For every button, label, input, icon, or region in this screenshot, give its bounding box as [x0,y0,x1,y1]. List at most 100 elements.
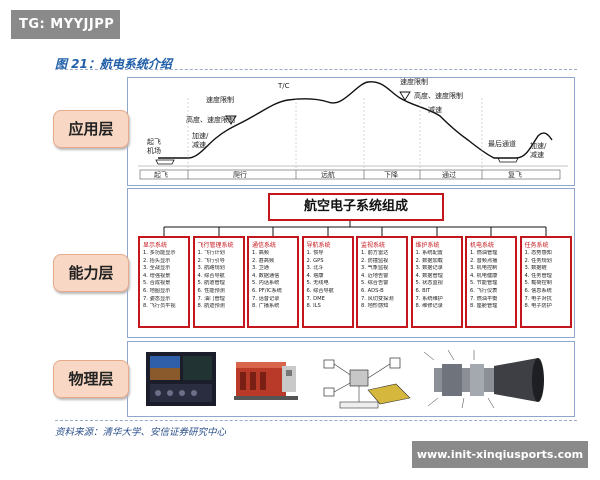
subsystem-name: 任务系统 [524,242,549,249]
source-note: 资料来源：清华大学、安信证券研究中心 [55,427,227,438]
subsystem-item: 4. 机电健康 [470,272,498,279]
annotation-final-approach: 最后通道 [488,140,516,148]
cockpit-display-image [146,352,216,406]
subsystem-item: 8. 飞行员平视 [143,303,176,310]
subsystem-item: 2. 抬头显示 [143,257,171,264]
subsystem-item: 6. PF/IC系统 [252,287,282,294]
subsystem-item: 8. ILS [306,303,321,310]
annotation-tc: T/C [278,82,290,90]
phase-bar [139,169,561,180]
phase-cruise: 远航 [321,171,335,179]
subsystem-item: 6. 地图显示 [143,287,171,294]
subsystem-item: 3. 数据链 [524,265,547,272]
subsystem-item: 5. 综合告警 [361,280,389,287]
subsystem-item: 2. GPS [306,257,324,264]
subsystem-item: 2. 飞行引导 [197,257,225,264]
subsystem-item: 7. DME [306,295,325,302]
subsystem-name: 维护系统 [415,242,440,249]
subsystem-item: 3. 航路规划 [197,265,225,272]
subsystem-item: 5. 状态监视 [415,280,443,287]
subsystem-item: 6. BIT [415,287,431,294]
avionics-unit-image [234,362,298,400]
subsystem-item: 3. 北斗 [306,265,324,272]
jet-engine-image [423,349,544,409]
annotation-accel-decel-right: 加速/ 减速 [530,142,547,159]
layer-label-application: 应用层 [53,110,129,148]
subsystem-item: 4. 数据通信 [252,272,280,279]
subsystem-item: 4. 数据管理 [415,272,443,279]
subsystem-name: 监视系统 [361,242,386,249]
annotation-alt-speed-limit: 高度、速度限制 [186,116,235,124]
subsystem-item: 7. 油门管理 [197,295,225,302]
annotation-alt-speed-limit-right: 高度、速度限制 [414,92,463,100]
subsystem-item: 2. 音频点播 [470,257,498,264]
subsystem-item: 7. 系统维护 [415,295,443,302]
subsystem-name: 导航系统 [306,242,331,249]
subsystem-item: 6. 飞行仪表 [470,287,498,294]
network-schematic-image [323,357,411,409]
subsystem-item: 2. 甚高频 [252,257,275,264]
subsystem-item: 8. 座舱管理 [470,303,498,310]
subsystem-item: 3. 机电控制 [470,265,498,272]
subsystem-item: 6. ADS-B [361,287,384,294]
subsystem-item: 5. 节能管理 [470,280,498,287]
hardware-illustrations [146,349,544,409]
subsystem-item: 5. 载荷控制 [524,280,552,287]
subsystem-name: 机电系统 [470,242,495,249]
flight-profile-diagram [138,81,568,180]
subsystem-item: 1. 前方雷达 [361,250,389,256]
subsystem-item: 8. 地形感知 [361,303,389,310]
layer-label-capability: 能力层 [53,254,129,292]
phase-descent: 下降 [384,171,398,179]
speed-limit-marker-left [225,115,237,125]
phase-takeoff: 起飞 [154,171,168,179]
subsystem-item: 4. 任务管理 [524,272,552,279]
title-divider [55,69,577,70]
subsystem-item: 7. 电子对抗 [524,295,552,302]
annotation-speed-limit-left: 速度限制 [206,96,234,104]
phase-approach: 通过 [442,171,456,179]
source-divider [55,420,577,421]
subsystem-item: 1. 燃油管理 [470,250,498,256]
annotation-takeoff-field: 起飞 机场 [147,138,161,155]
figure-title: 图 21：航电系统介绍 [55,57,172,71]
annotation-speed-limit-right: 速度限制 [400,78,428,86]
subsystem-item: 1. 惯导 [306,250,324,256]
subsystem-item: 4. 增强视景 [143,272,171,279]
layer-label-physical: 物理层 [53,360,129,398]
subsystem-item: 7. 风切变探测 [361,295,394,302]
watermark-url: www.init-xinqiusports.com [412,441,588,468]
application-layer-panel: 起飞 爬行 远航 下降 通过 复飞 起飞 机场 加速/ 减速 高度、速度限制 速… [127,77,575,186]
subsystem-item: 1. 态势感知 [524,250,552,256]
subsystem-item: 5. 无线电 [306,280,329,287]
phase-go-around: 复飞 [508,171,522,179]
subsystem-item: 3. 气象监视 [361,265,389,272]
subsystem-item: 4. 塔康 [306,272,324,279]
subsystem-item: 8. 电子防护 [524,303,552,310]
subsystem-item: 5. 航道管理 [197,280,225,287]
landing-airport-icon [497,157,519,163]
system-composition-title: 航空电子系统组成 [268,193,444,221]
subsystem-item: 7. 话音记录 [252,295,280,302]
subsystem-name: 显示系统 [143,242,168,249]
annotation-accel-decel-left: 加速/ 减速 [192,132,209,149]
subsystem-item: 1. 飞行计划 [197,250,225,256]
watermark-tag: TG: MYYJJPP [11,10,120,39]
speed-limit-marker-right [399,91,411,101]
subsystem-item: 7. 姿态显示 [143,295,171,302]
takeoff-airport-icon [155,159,175,165]
subsystem-item: 8. 航迹预测 [197,303,225,310]
annotation-decel: 减速 [428,106,442,114]
subsystem-item: 5. 合成视景 [143,280,171,287]
subsystem-name: 通信系统 [252,242,277,249]
subsystem-item: 6. 信息系统 [524,287,552,294]
subsystem-item: 1. 高频 [252,250,269,256]
subsystem-name: 飞行管理系统 [197,242,234,249]
